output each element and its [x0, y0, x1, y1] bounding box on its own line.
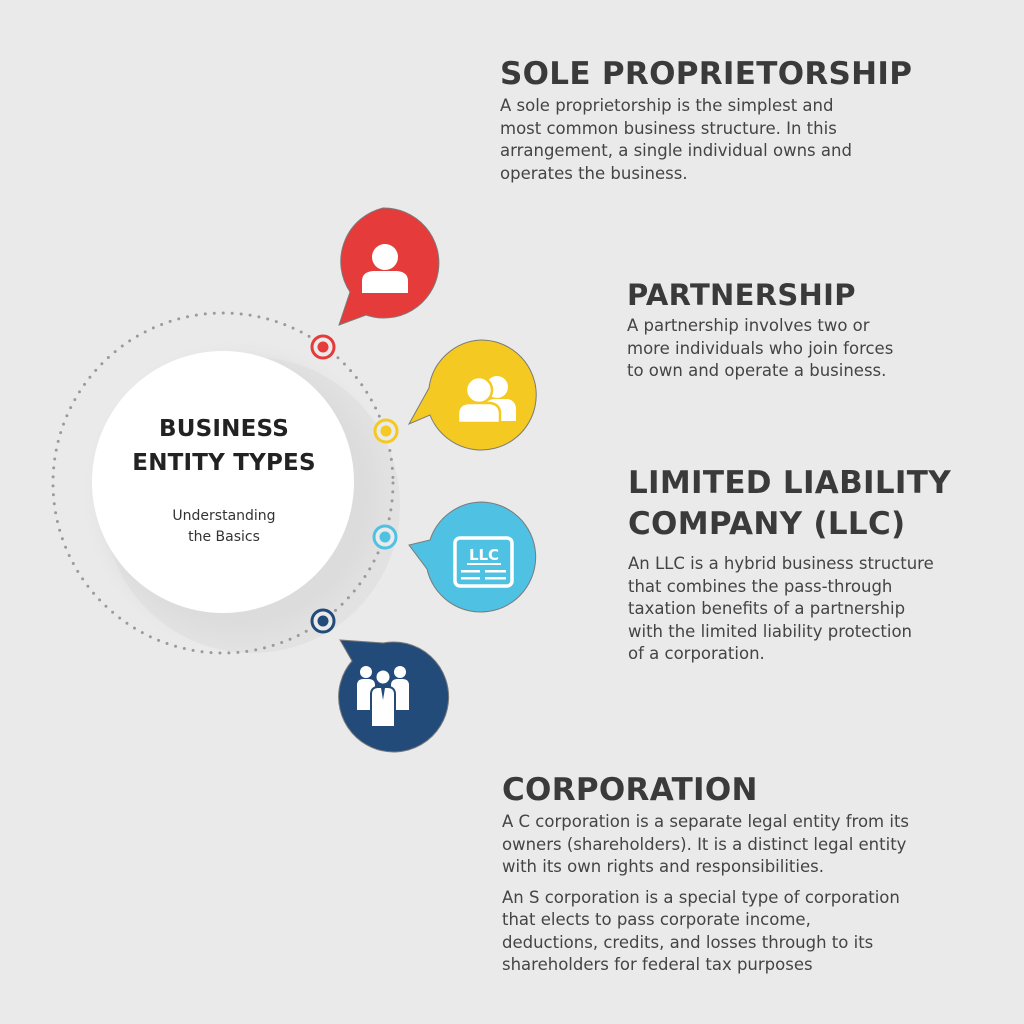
hub-title-line2: ENTITY TYPES [132, 450, 316, 476]
two-people-icon [456, 375, 516, 425]
section-title: CORPORATION [502, 772, 758, 808]
bubble-corporation[interactable] [338, 639, 450, 753]
section-llc: LIMITED LIABILITY COMPANY (LLC) An LLC i… [628, 463, 968, 666]
section-partnership: PARTNERSHIP A partnership involves two o… [627, 276, 957, 383]
hub-title: BUSINESS ENTITY TYPES [93, 412, 355, 480]
dotted-ring [51, 311, 395, 655]
section-corporation: CORPORATION A C corporation is a separat… [502, 770, 972, 977]
marker-llc[interactable] [372, 524, 398, 550]
group-of-people-icon [357, 666, 409, 728]
section-description: A partnership involves two or more indiv… [627, 316, 894, 380]
hub-subtitle-line2: the Basics [188, 529, 260, 545]
llc-document-icon: LLC [453, 536, 514, 588]
section-description: An LLC is a hybrid business structure th… [628, 554, 934, 663]
hub-subtitle: Understanding the Basics [93, 506, 355, 548]
c-corporation-description: A C corporation is a separate legal enti… [502, 812, 910, 876]
marker-partnership[interactable] [373, 418, 399, 444]
s-corporation-description: An S corporation is a special type of co… [502, 887, 900, 975]
marker-sole-proprietorship[interactable] [310, 334, 336, 360]
bubble-partnership[interactable] [407, 339, 537, 451]
section-title: PARTNERSHIP [627, 278, 856, 312]
hub-title-line1: BUSINESS [159, 416, 289, 442]
section-sole-proprietorship: SOLE PROPRIETORSHIP A sole proprietorshi… [500, 54, 920, 185]
marker-corporation[interactable] [310, 608, 336, 634]
section-title: SOLE PROPRIETORSHIP [500, 56, 913, 92]
bubble-llc[interactable]: LLC [408, 501, 537, 613]
single-person-icon [362, 244, 408, 293]
svg-text:LLC: LLC [469, 546, 499, 564]
section-title: LIMITED LIABILITY COMPANY (LLC) [628, 465, 951, 542]
hub-circle [92, 351, 354, 613]
bubble-sole-proprietorship[interactable] [338, 207, 440, 326]
section-description: A sole proprietorship is the simplest an… [500, 96, 852, 183]
hub-subtitle-line1: Understanding [172, 508, 276, 524]
